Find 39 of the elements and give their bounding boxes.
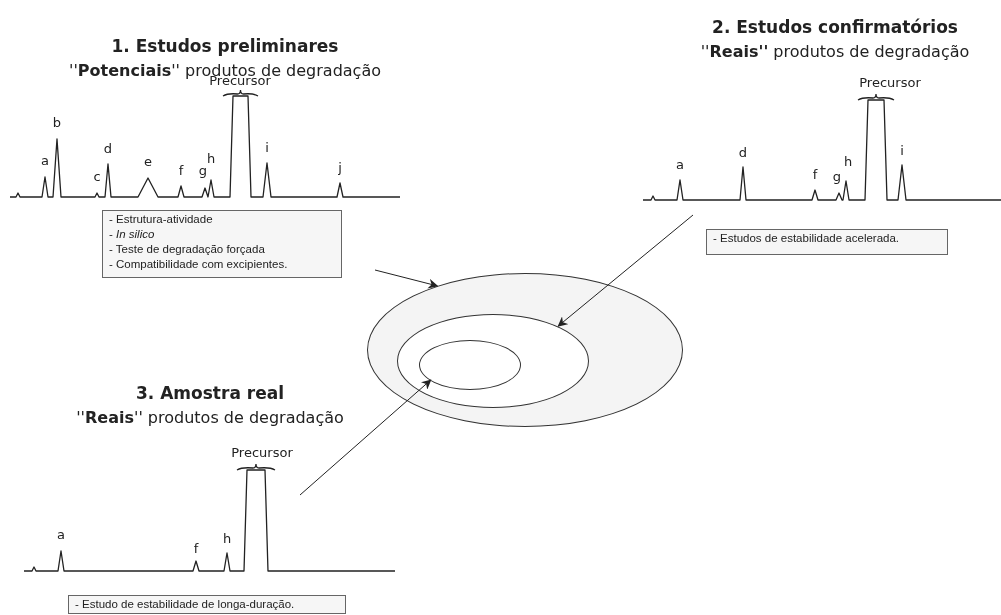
arrow (299, 379, 432, 496)
peak-label: h (843, 155, 853, 168)
note-line: - Estrutura-atividade (109, 212, 214, 227)
peak-label: g (198, 164, 208, 177)
section-title: 2. Estudos confirmatórios (712, 19, 958, 36)
note-line: - Estudos de estabilidade acelerada. (713, 231, 901, 246)
peak-label: h (222, 532, 232, 545)
note-box (706, 229, 948, 255)
peak-label: g (832, 170, 842, 183)
note-line: - Compatibilidade com excipientes. (109, 257, 289, 272)
note-box (102, 210, 342, 278)
section-title: 3. Amostra real (136, 385, 284, 402)
section-subtitle: ''Reais'' produtos de degradação (76, 410, 344, 426)
precursor-label: Precursor (231, 446, 293, 459)
arrow (374, 269, 439, 289)
peak-label: c (93, 170, 101, 183)
note-line: - Teste de degradação forçada (109, 242, 266, 257)
peak-label: i (265, 141, 269, 154)
note-line: - Estudo de estabilidade de longa-duração. (75, 597, 296, 612)
peak-label: a (676, 158, 684, 171)
precursor-label: Precursor (859, 76, 921, 89)
note-line: - In silico (109, 227, 156, 242)
peak-label: a (57, 528, 65, 541)
peak-label: f (812, 168, 818, 181)
peak-label: d (103, 142, 113, 155)
arrow (557, 214, 694, 327)
peak-label: b (52, 116, 62, 129)
peak-label: e (144, 155, 152, 168)
ellipse-shape (419, 340, 521, 390)
section-title: 1. Estudos preliminares (111, 38, 339, 55)
peak-label: h (206, 152, 216, 165)
note-box (68, 595, 346, 614)
section-subtitle: ''Reais'' produtos de degradação (700, 44, 970, 60)
peak-label: f (178, 164, 184, 177)
peak-label: f (193, 542, 199, 555)
peak-label: a (41, 154, 49, 167)
peak-label: i (900, 144, 904, 157)
peak-label: d (738, 146, 748, 159)
peak-label: j (338, 161, 342, 174)
